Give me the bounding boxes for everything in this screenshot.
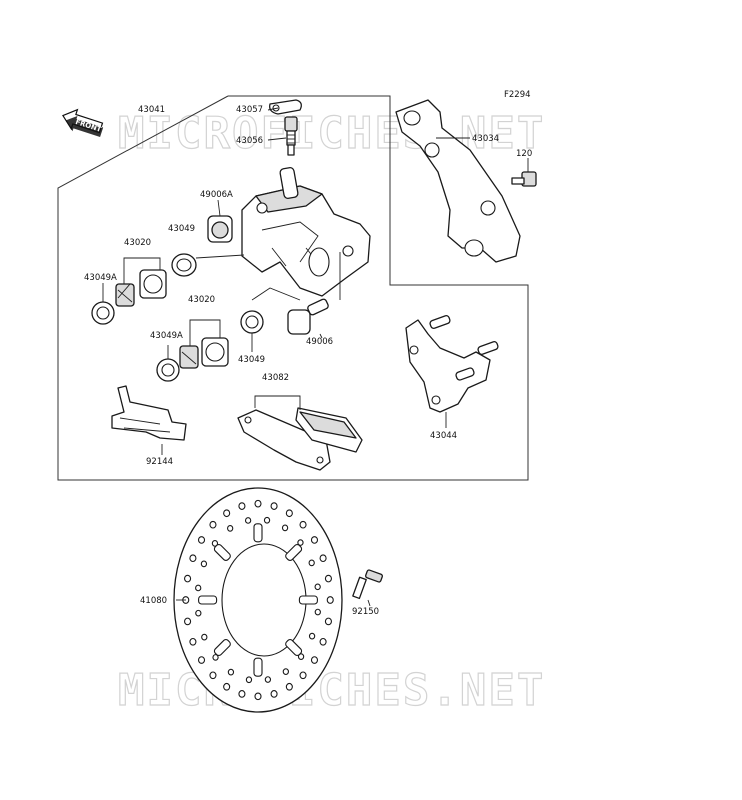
seal-43049a-mid: [156, 358, 180, 382]
label-43049-top: 43049: [168, 224, 195, 234]
bolt-120: [511, 171, 537, 187]
caliper-body: [241, 166, 371, 297]
brake-pads: [237, 407, 363, 471]
caliper-bracket: [405, 315, 499, 413]
piston-43020-top: [115, 269, 167, 307]
label-43020-mid: 43020: [188, 295, 215, 305]
label-43057: 43057: [236, 105, 263, 115]
label-49006: 49006: [306, 337, 333, 347]
label-92150: 92150: [352, 607, 379, 617]
bleed-valve: [284, 116, 298, 156]
label-92144: 92144: [146, 457, 173, 467]
seal-43049-top: [171, 253, 197, 277]
label-120: 120: [516, 149, 532, 159]
piston-43020-mid: [179, 337, 229, 369]
label-49006a: 49006A: [200, 190, 233, 200]
front-arrow-icon: FRONT: [62, 108, 104, 138]
label-43056: 43056: [236, 136, 263, 146]
watermark-top: MICROFICHES.NET: [118, 108, 545, 159]
torque-arm: [395, 99, 521, 263]
label-43082: 43082: [262, 373, 289, 383]
boot-49006: [287, 298, 329, 335]
bleed-cap: [269, 99, 302, 115]
figure-code: F2294: [504, 90, 531, 100]
seal-43049a-top: [91, 301, 115, 325]
label-43049a-mid: 43049A: [150, 331, 183, 341]
label-43034: 43034: [472, 134, 499, 144]
boot-49006a: [207, 215, 233, 243]
label-43041: 43041: [138, 105, 165, 115]
watermark-bottom: MICROFICHES.NET: [118, 665, 545, 716]
label-41080: 41080: [140, 596, 167, 606]
seal-43049-mid: [240, 310, 264, 334]
pad-spring: [111, 385, 187, 441]
assembly-frame: [57, 95, 529, 481]
brake-disc: [173, 487, 343, 713]
label-43044: 43044: [430, 431, 457, 441]
label-43020-top: 43020: [124, 238, 151, 248]
label-43049a-top: 43049A: [84, 273, 117, 283]
label-43049-mid: 43049: [238, 355, 265, 365]
bolt-92150: [352, 569, 383, 600]
